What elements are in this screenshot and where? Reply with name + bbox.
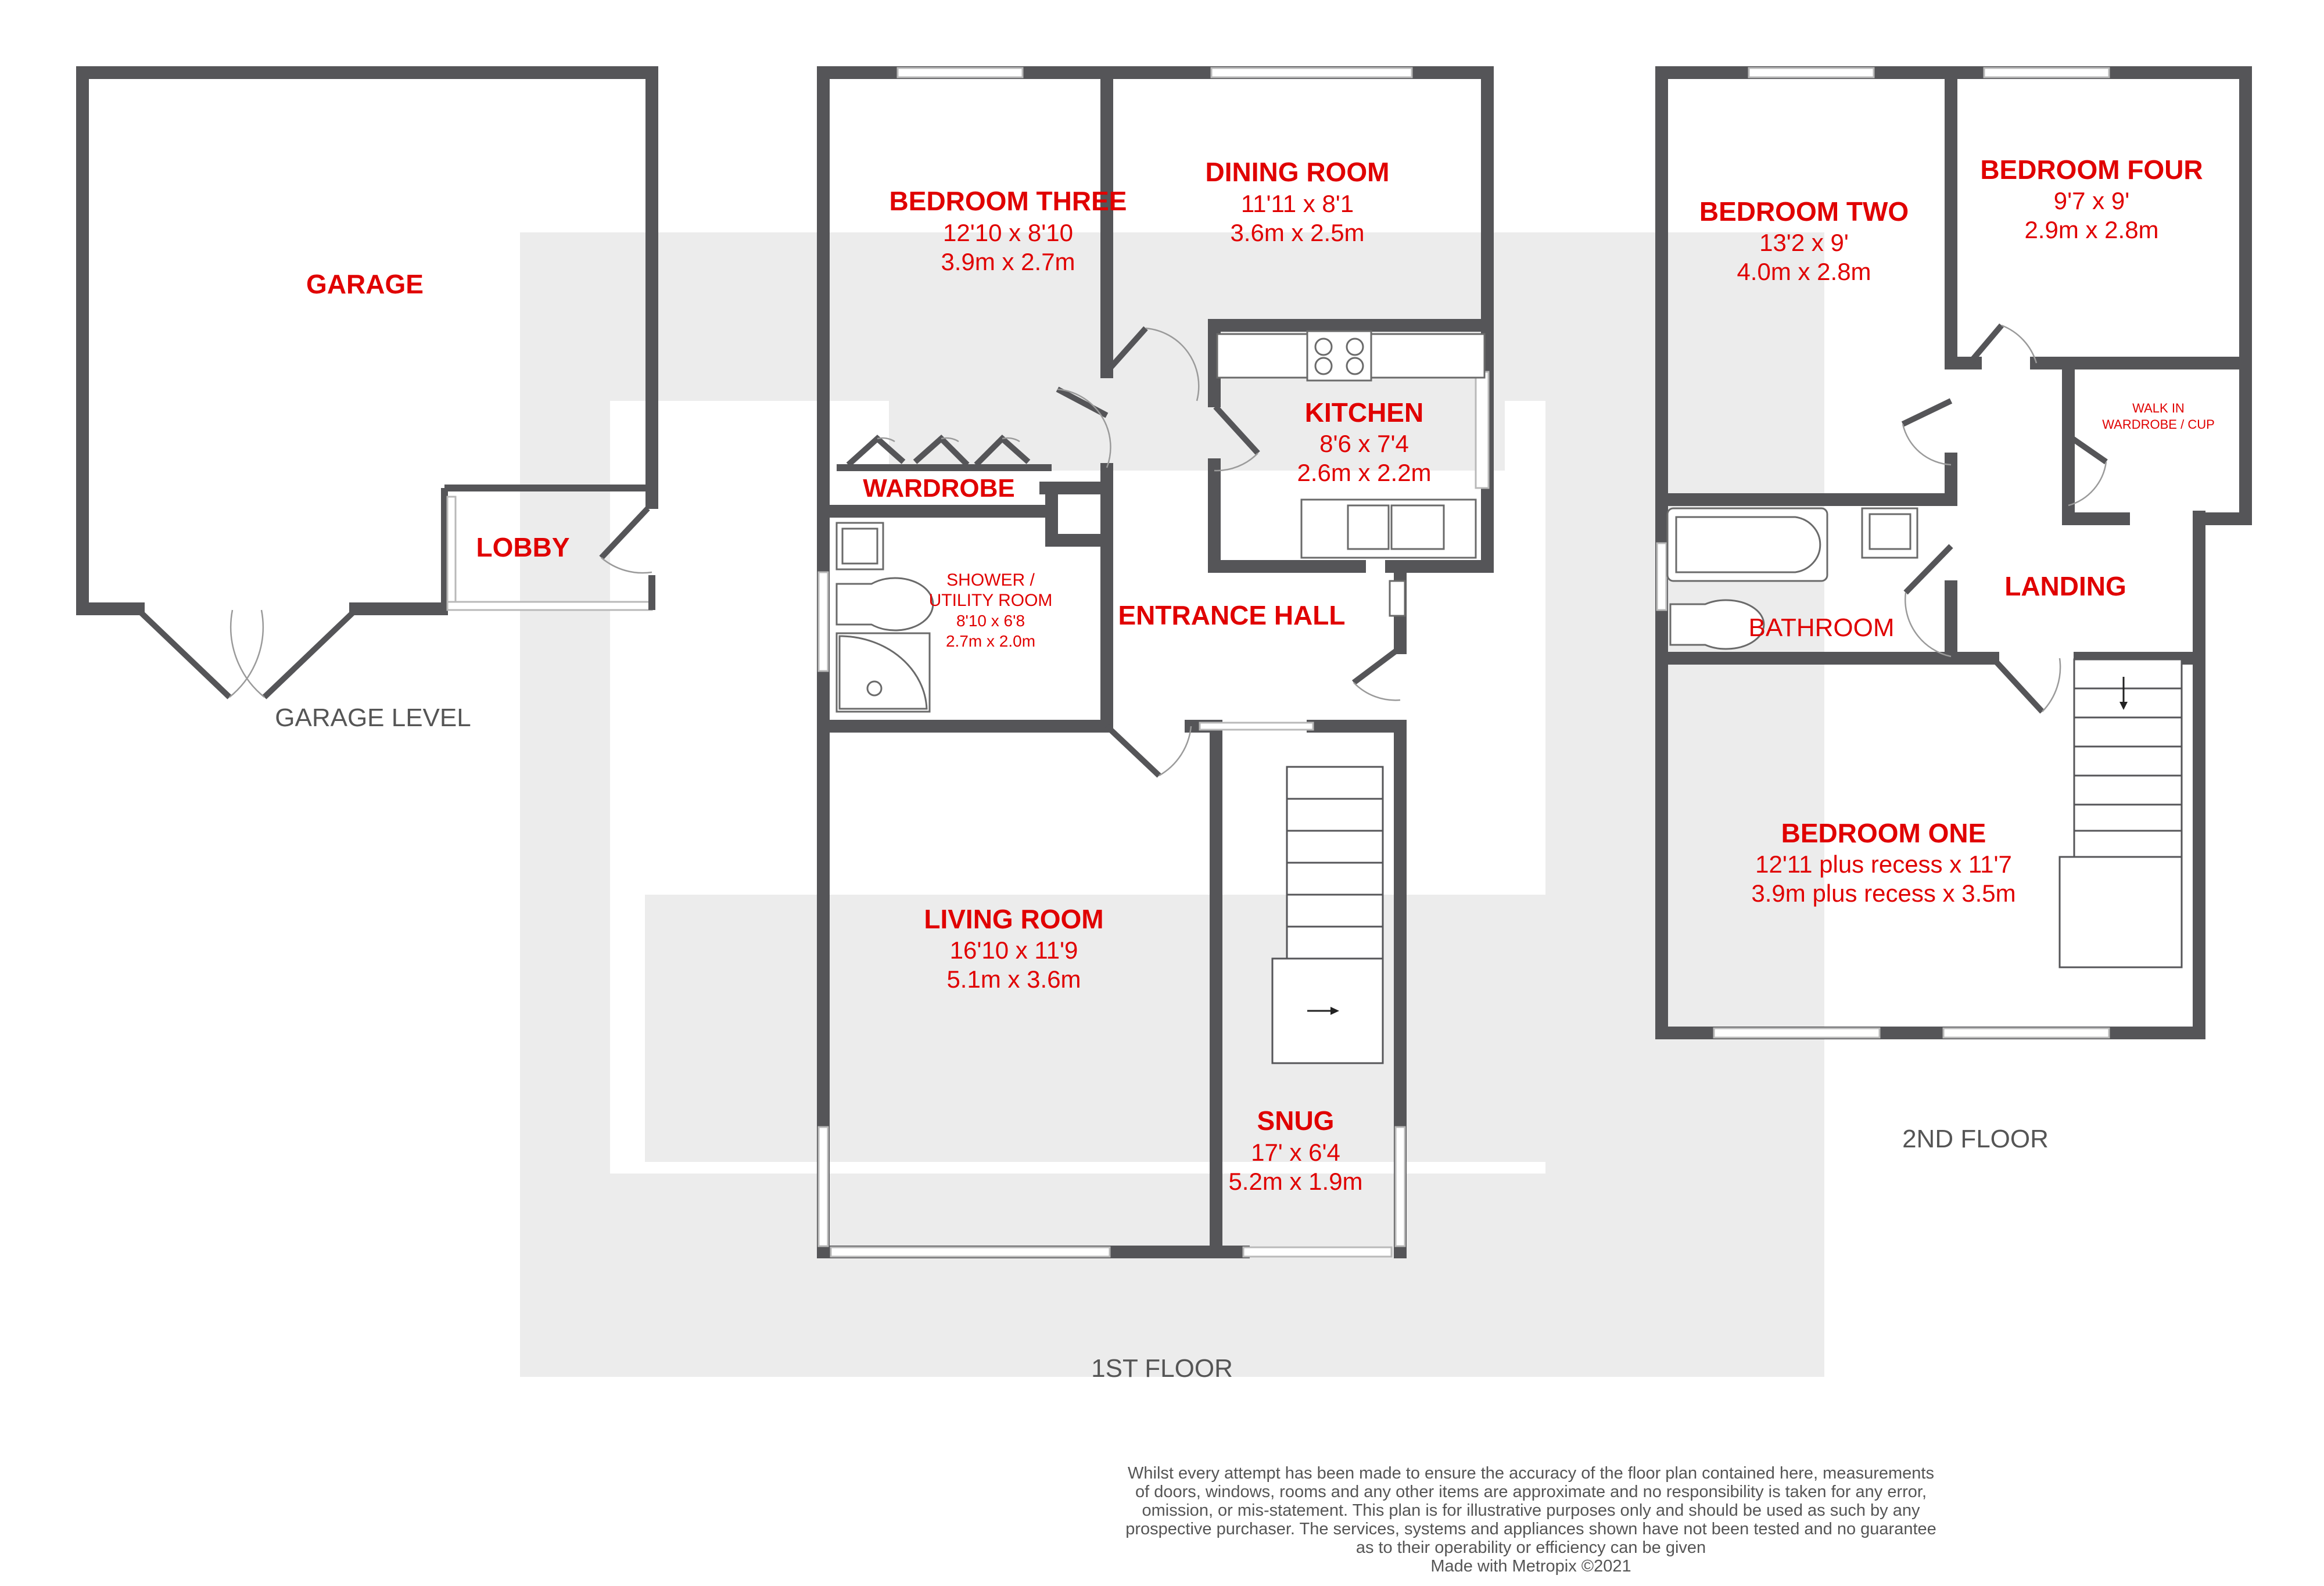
- bedroom-one-imperial: 12'11 plus recess x 11'7: [1755, 851, 2012, 878]
- kitchen-label: KITCHEN: [1305, 397, 1423, 428]
- kitchen-metric: 2.6m x 2.2m: [1297, 459, 1431, 486]
- bedroom-two-imperial: 13'2 x 9': [1759, 229, 1849, 256]
- bedroom-three-label: BEDROOM THREE: [890, 186, 1127, 216]
- wardrobe-label: WARDROBE: [863, 474, 1015, 503]
- kitchen-imperial: 8'6 x 7'4: [1319, 430, 1409, 457]
- garage-level-title: GARAGE LEVEL: [275, 704, 471, 732]
- first-floor-title: 1ST FLOOR: [1091, 1354, 1233, 1383]
- bedroom-three-imperial: 12'10 x 8'10: [943, 219, 1073, 246]
- living-room-label: LIVING ROOM: [924, 904, 1103, 934]
- disclaimer-line: prospective purchaser. The services, sys…: [1125, 1520, 1936, 1538]
- shower-room-imperial: 8'10 x 6'8: [956, 612, 1025, 630]
- second-floor-title: 2ND FLOOR: [1902, 1125, 2049, 1153]
- walk-in-wardrobe-label-line2: WARDROBE / CUP: [2102, 417, 2215, 432]
- bedroom-one-label: BEDROOM ONE: [1781, 818, 1986, 848]
- bedroom-two-label: BEDROOM TWO: [1699, 196, 1909, 227]
- bedroom-one-metric: 3.9m plus recess x 3.5m: [1751, 880, 2015, 907]
- bathroom-label: BATHROOM: [1749, 613, 1895, 642]
- snug-label: SNUG: [1257, 1106, 1335, 1136]
- shower-room-label-line2: UTILITY ROOM: [929, 591, 1053, 610]
- disclaimer-line: of doors, windows, rooms and any other i…: [1135, 1483, 1927, 1501]
- disclaimer-line: omission, or mis-statement. This plan is…: [1142, 1501, 1920, 1520]
- landing-label: LANDING: [2004, 571, 2126, 601]
- walk-in-wardrobe-label-line1: WALK IN: [2132, 401, 2185, 415]
- disclaimer-line: as to their operability or efficiency ca…: [1356, 1538, 1706, 1557]
- garage-level-plan: [76, 66, 658, 699]
- watermark: [520, 232, 1824, 1377]
- living-room-imperial: 16'10 x 11'9: [950, 936, 1078, 964]
- bedroom-two-metric: 4.0m x 2.8m: [1737, 258, 1871, 285]
- lobby-label: LOBBY: [476, 532, 570, 562]
- snug-imperial: 17' x 6'4: [1251, 1139, 1340, 1166]
- bedroom-four-imperial: 9'7 x 9': [2054, 187, 2129, 214]
- entrance-hall-label: ENTRANCE HALL: [1118, 600, 1346, 630]
- shower-room-metric: 2.7m x 2.0m: [946, 632, 1035, 650]
- bedroom-four-label: BEDROOM FOUR: [1980, 155, 2203, 185]
- garage-label: GARAGE: [306, 269, 424, 299]
- dining-room-metric: 3.6m x 2.5m: [1230, 219, 1364, 246]
- snug-metric: 5.2m x 1.9m: [1228, 1168, 1362, 1195]
- first-floor-plan: [817, 66, 1494, 1258]
- bedroom-three-metric: 3.9m x 2.7m: [941, 248, 1075, 275]
- disclaimer-line: Whilst every attempt has been made to en…: [1128, 1464, 1934, 1483]
- living-room-metric: 5.1m x 3.6m: [946, 966, 1081, 993]
- disclaimer: Whilst every attempt has been made to en…: [1125, 1464, 1936, 1576]
- dining-room-label: DINING ROOM: [1206, 157, 1390, 187]
- dining-room-imperial: 11'11 x 8'1: [1241, 190, 1354, 217]
- disclaimer-credit: Made with Metropix ©2021: [1430, 1557, 1631, 1576]
- shower-room-label-line1: SHOWER /: [946, 570, 1035, 590]
- second-floor-plan: [1655, 66, 2252, 1039]
- bedroom-four-metric: 2.9m x 2.8m: [2024, 216, 2158, 243]
